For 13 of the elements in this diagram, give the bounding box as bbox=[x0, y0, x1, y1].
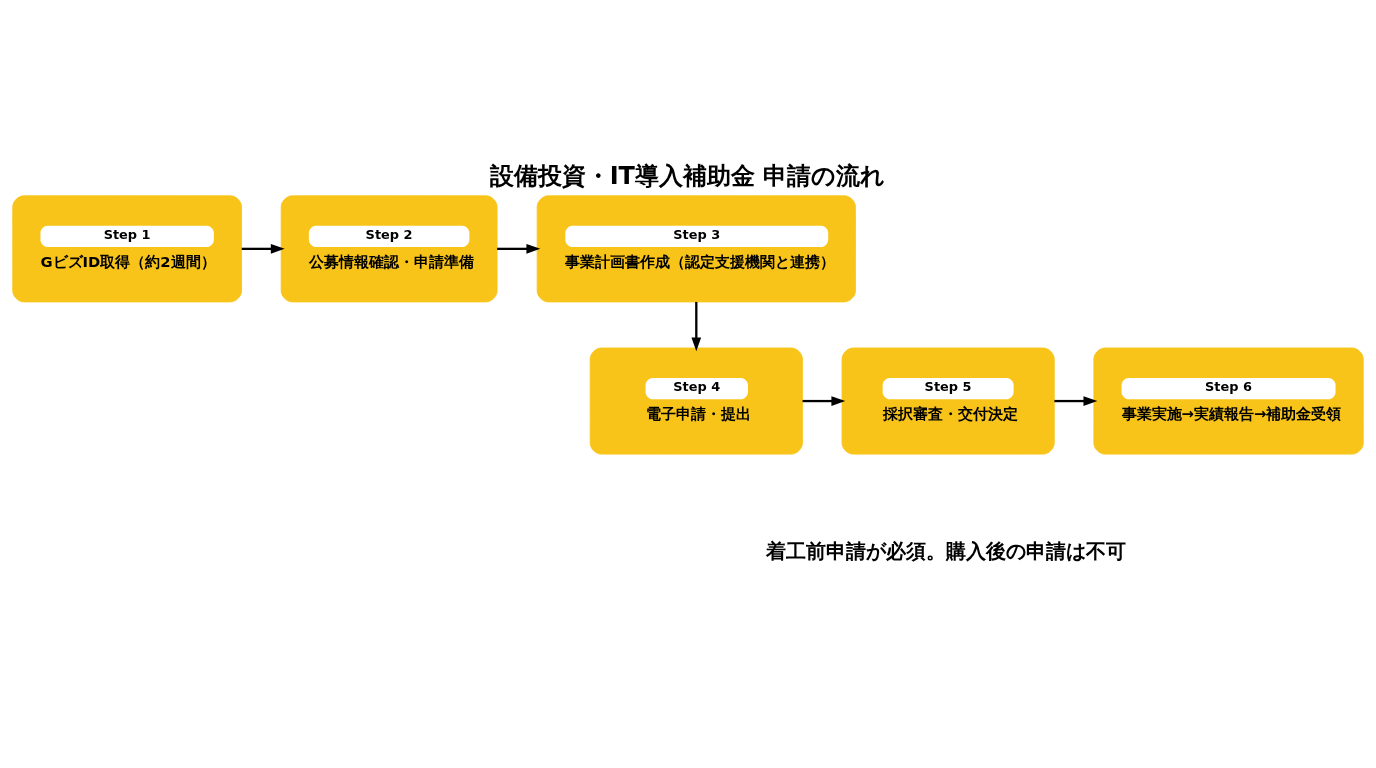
arrow bbox=[1054, 396, 1098, 406]
arrow bbox=[802, 396, 846, 406]
diagram-title: 設備投資・IT導入補助金 申請の流れ bbox=[489, 161, 886, 190]
caption: 着工前申請が必須。購入後の申請は不可 bbox=[766, 538, 1127, 563]
arrow bbox=[241, 244, 285, 254]
arrow bbox=[691, 301, 702, 352]
node-box: Step 2 公募情報確認・申請準備 bbox=[280, 195, 498, 303]
node-box: Step 3 事業計画書作成（認定支援機関と連携） bbox=[536, 195, 856, 303]
node-box: Step 4 電子申請・提出 bbox=[589, 347, 803, 455]
node-box: Step 6 事業実施→実績報告→補助金受領 bbox=[1093, 347, 1364, 455]
node-box: Step 1 GビズID取得（約2週間） bbox=[12, 195, 242, 303]
node-box: Step 5 採択審査・交付決定 bbox=[841, 347, 1055, 455]
arrow bbox=[497, 244, 541, 254]
